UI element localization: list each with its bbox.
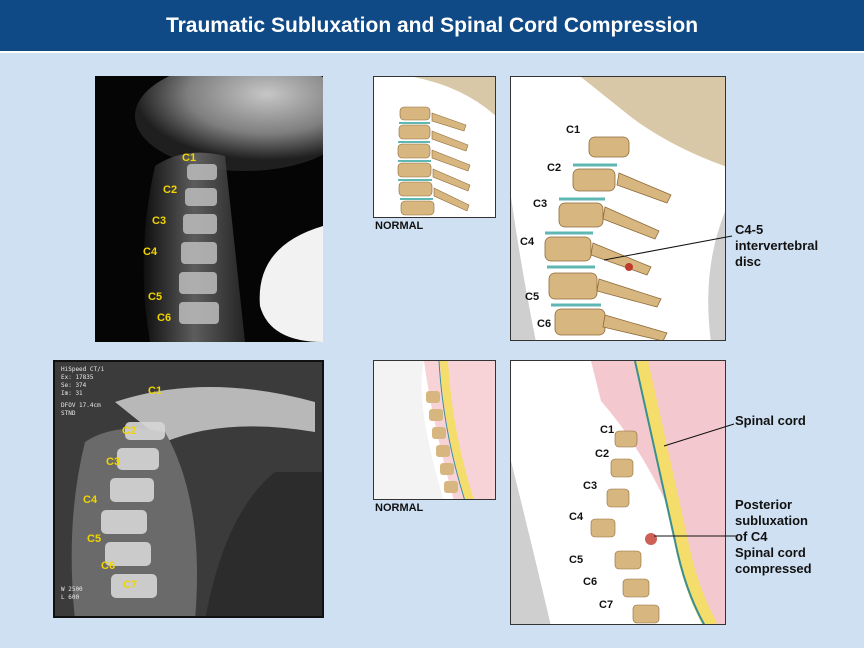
ct-overlay-line: STND [61,410,76,417]
xray-label-c3: C3 [152,215,167,227]
top-illus-label-c1: C1 [566,124,581,136]
ct-label-c6: C6 [101,560,116,572]
disc-callout: C4-5 intervertebral disc [735,222,818,270]
ct-label-c7: C7 [123,579,138,591]
ct-label-c2: C2 [122,425,137,437]
ct-overlay-line: DFOV 17.4cm [61,402,101,409]
xray-label-c2: C2 [163,184,178,196]
disc-callout-line3: disc [735,254,762,269]
ct-overlay-line: Im: 31 [61,390,83,397]
bottom-illus-label-c4: C4 [569,511,584,523]
subluxation-callout-line [654,535,736,537]
compression-illustration [510,360,726,625]
ct-image: HiSpeed CT/i Ex: 17835 Se: 374 Im: 31 DF… [53,360,324,618]
disc-callout-line1: C4-5 [735,222,764,237]
normal-caption-top: NORMAL [375,220,424,232]
spinal-cord-callout-line [663,423,735,447]
spinal-cord-callout: Spinal cord [735,413,806,428]
bottom-illus-label-c5: C5 [569,554,584,566]
bottom-illus-label-c7: C7 [599,599,614,611]
top-illus-label-c3: C3 [533,198,548,210]
ct-label-c3: C3 [106,456,121,468]
normal-caption-bottom: NORMAL [375,502,424,514]
top-illus-label-c6: C6 [537,318,552,330]
bottom-illus-label-c3: C3 [583,480,598,492]
ct-label-c4: C4 [83,494,98,506]
ct-label-c5: C5 [87,533,102,545]
top-illus-label-c2: C2 [547,162,562,174]
ct-overlay-line: Ex: 17835 [61,374,94,381]
disc-callout-line [603,235,733,261]
normal-cord-illustration [373,360,496,500]
page-title: Traumatic Subluxation and Spinal Cord Co… [0,0,864,53]
ct-overlay-line: HiSpeed CT/i [61,366,105,373]
top-illus-label-c5: C5 [525,291,540,303]
subluxation-spine-illustration [510,76,726,341]
xray-label-c5: C5 [148,291,163,303]
ct-label-c1: C1 [148,385,163,397]
subluxation-callout-line3: of C4 [735,529,768,544]
top-illus-label-c4: C4 [520,236,535,248]
bottom-illus-label-c1: C1 [600,424,615,436]
xray-label-c4: C4 [143,246,158,258]
xray-label-c6: C6 [157,312,172,324]
ct-overlay-line: Se: 374 [61,382,87,389]
xray-label-c1: C1 [182,152,197,164]
bottom-illus-label-c2: C2 [595,448,610,460]
normal-spine-illustration [373,76,496,218]
ct-overlay-line: L 600 [61,594,80,601]
xray-image [95,76,323,342]
disc-callout-line2: intervertebral [735,238,819,253]
subluxation-callout-line1: Posterior [735,497,793,512]
subluxation-callout: Posterior subluxation of C4 Spinal cord … [735,497,812,577]
subluxation-callout-line5: compressed [735,561,812,576]
subluxation-callout-line2: subluxation [735,513,808,528]
bottom-illus-label-c6: C6 [583,576,598,588]
ct-overlay-line: W 2500 [61,586,83,593]
subluxation-callout-line4: Spinal cord [735,545,806,560]
